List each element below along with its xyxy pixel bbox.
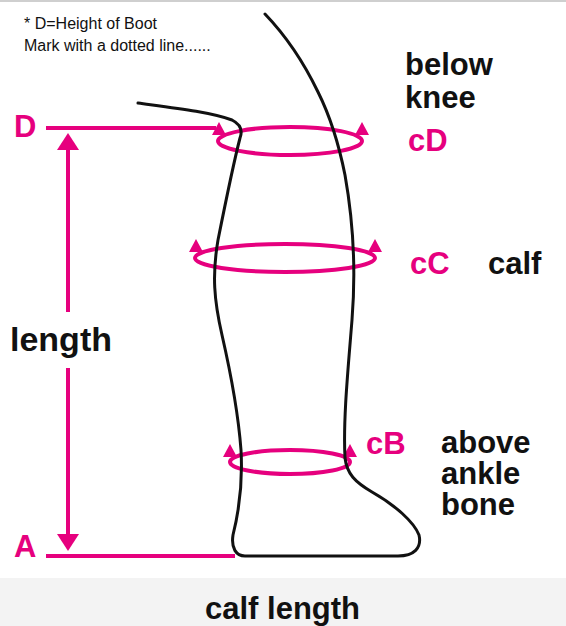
point-letter: A (14, 530, 36, 564)
arrowhead (355, 122, 369, 135)
circumference-code: cB (366, 427, 406, 461)
arrowhead (223, 444, 237, 457)
note-text: Mark with a dotted line...... (24, 36, 211, 56)
leg-outline (138, 14, 420, 556)
circumference-rings (195, 127, 375, 474)
circumference-code: cD (408, 124, 448, 158)
dimension-label: length (8, 320, 114, 358)
circumference-code: cC (410, 247, 450, 281)
caption: calf length (205, 592, 360, 626)
arrowhead (57, 534, 79, 551)
position-label: above ankle bone (441, 427, 559, 520)
arrowhead (189, 239, 203, 252)
leg-path (138, 14, 420, 556)
arrowhead (368, 239, 382, 252)
length-arrow (66, 368, 70, 540)
position-label: below knee (405, 48, 525, 114)
ring-cc (195, 244, 375, 272)
caption-band (0, 578, 566, 626)
ring-cb (230, 450, 350, 474)
line-a (46, 554, 235, 558)
arrowhead (57, 133, 79, 150)
point-letter: D (14, 110, 36, 144)
length-arrow (66, 146, 70, 312)
line-d (46, 126, 216, 130)
note-text: * D=Height of Boot (24, 14, 157, 34)
position-label: calf (488, 247, 541, 281)
top-rule (0, 0, 566, 2)
